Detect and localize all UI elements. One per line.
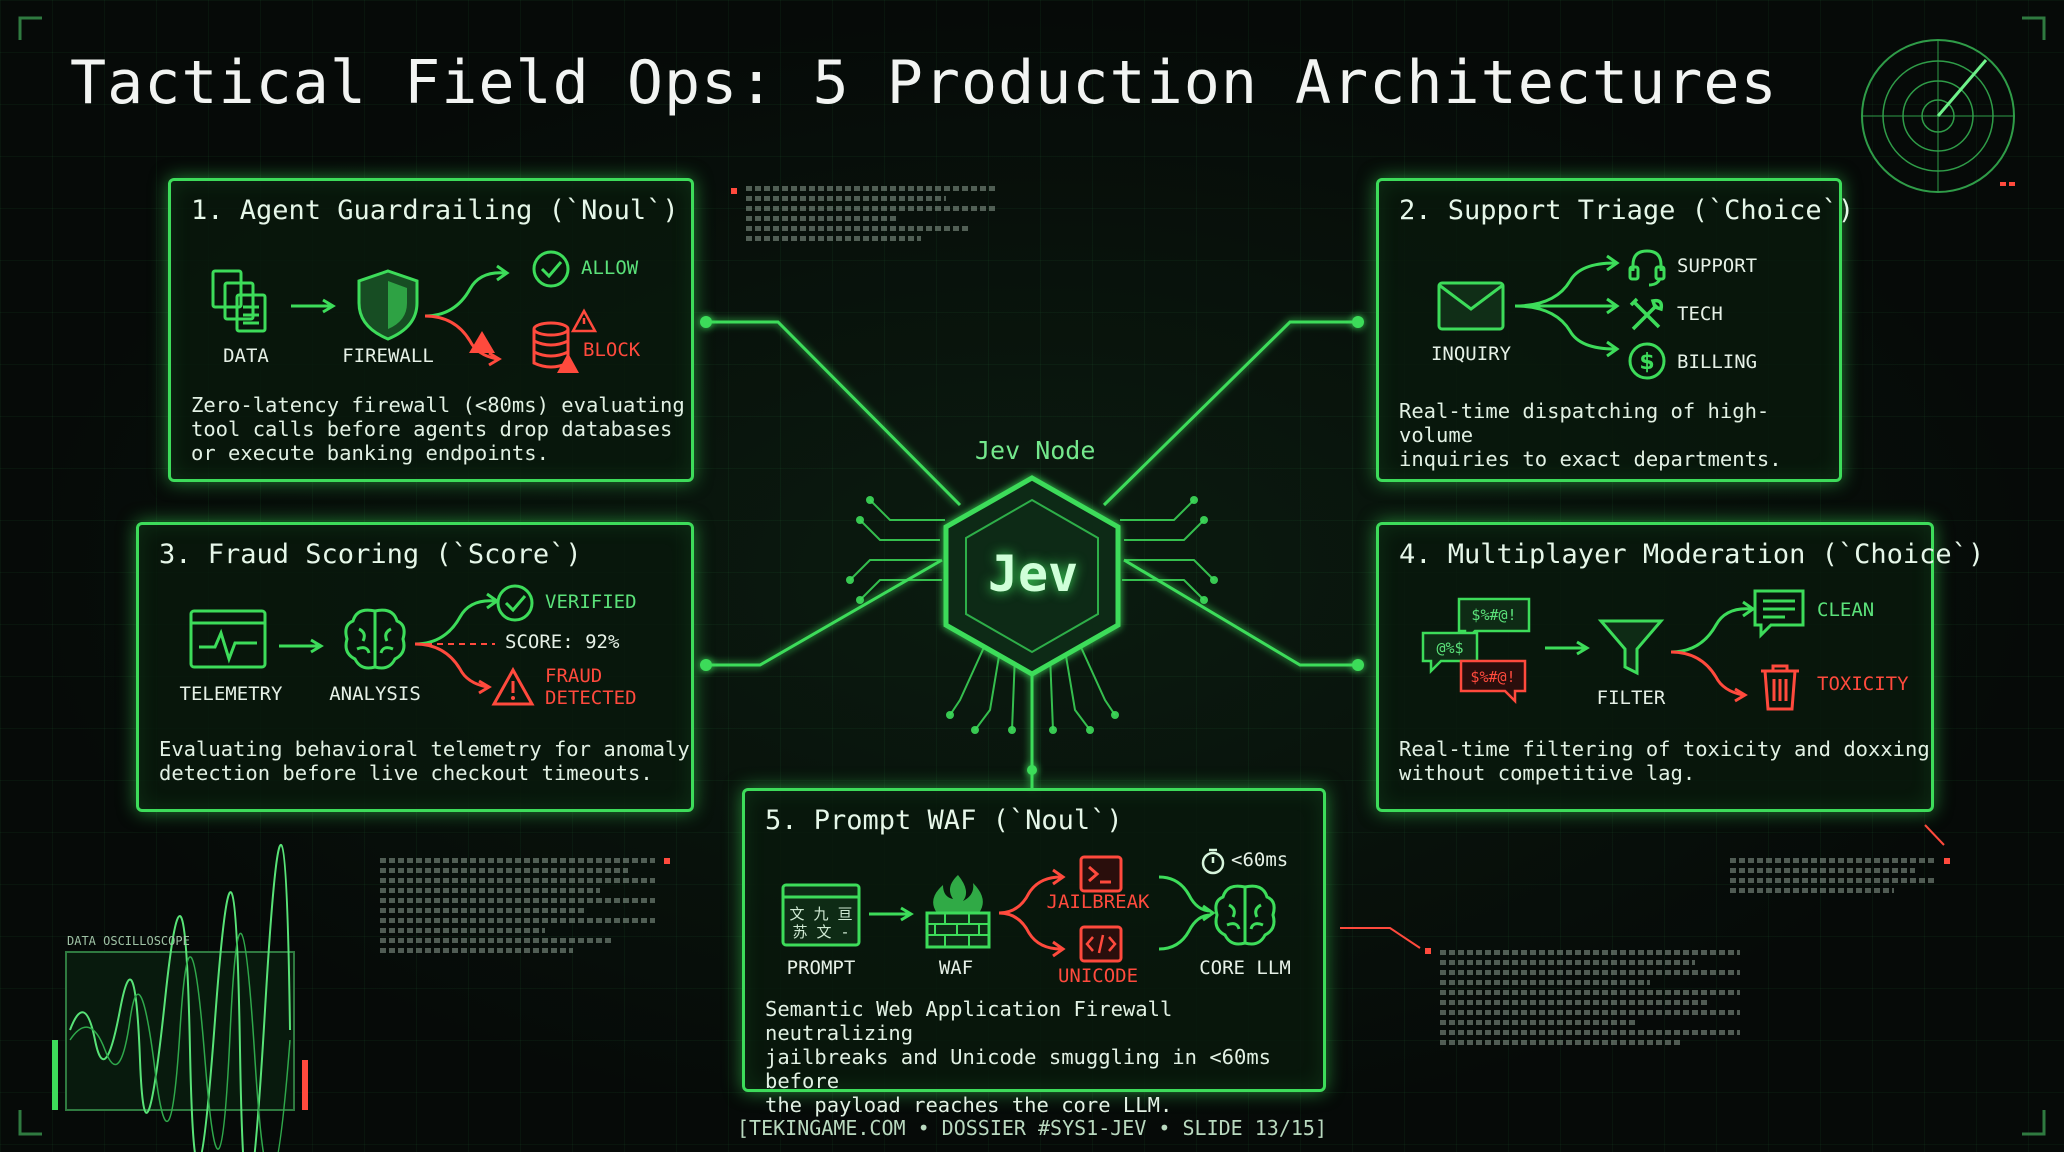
check-circle-icon [532,250,570,288]
monitor-pulse-icon [189,609,267,669]
label-inquiry: INQUIRY [1430,343,1512,365]
warning-icon [557,353,579,373]
card-description: Semantic Web Application Firewall neutra… [765,997,1272,1117]
prompt-glyphs-line-1: 文 九 亘 [789,905,852,923]
card-support-triage: 2. Support Triage (`Choice`) INQUIRY SUP… [1376,178,1854,482]
arrow-icon [291,298,336,314]
footer: [TEKINGAME.COM • DOSSIER #SYS1-JEV • SLI… [736,1116,1327,1140]
card-title: 5. Prompt WAF (`Noul`) [765,805,1123,836]
trash-icon [1761,664,1799,711]
card-description: Real-time filtering of toxicity and doxx… [1399,737,1930,785]
card-title: 1. Agent Guardrailing (`Noul`) [191,195,679,226]
card-title: 4. Multiplayer Moderation (`Choice`) [1399,539,1985,570]
label-score: SCORE: 92% [505,631,620,653]
center-node: Jev [987,545,1079,603]
page-title: Tactical Field Ops: 5 Production Archite… [70,48,1778,118]
label-toxicity: TOXICITY [1817,673,1909,695]
label-data: DATA [223,345,269,367]
label-fraud: FRAUD [545,665,603,687]
label-billing: BILLING [1677,351,1758,373]
funnel-icon [1597,619,1665,676]
label-unicode: UNICODE [1057,965,1139,987]
branch-arrows [1514,254,1620,358]
card-title: 3. Fraud Scoring (`Score`) [159,539,582,570]
label-block: BLOCK [583,339,641,361]
headset-icon [1628,249,1666,287]
dollar-icon: $ [1628,342,1666,380]
label-clean: CLEAN [1817,599,1875,621]
bubble-text-2: @%$ [1436,639,1463,657]
label-telemetry: TELEMETRY [179,683,283,705]
prompt-window-icon: 文 九 亘 苏 文 - [781,883,861,947]
branch-arrows [1670,600,1756,703]
label-tech: TECH [1677,303,1723,325]
card-description: Evaluating behavioral telemetry for anom… [159,737,690,785]
oscilloscope-graph [52,844,308,1152]
label-waf: WAF [938,957,974,979]
prompt-glyphs-line-2: 苏 文 - [792,923,849,941]
tools-icon [1629,297,1664,331]
warning-icon [491,666,535,706]
envelope-icon [1437,281,1505,331]
branch-arrows [424,264,510,367]
label-prompt: PROMPT [786,957,856,979]
card-fraud-scoring: 3. Fraud Scoring (`Score`) TELEMETRY ANA… [136,522,694,812]
documents-icon [211,269,267,333]
bubble-text-3: $%#@! [1470,668,1515,686]
card-title: 2. Support Triage (`Choice`) [1399,195,1855,226]
card-description: Zero-latency firewall (<80ms) evaluating… [191,393,685,465]
bubble-text-1: $%#@! [1471,606,1516,624]
waf-flow-arrows [998,868,1216,958]
center-node-label: Jev Node [975,436,1096,465]
label-firewall: FIREWALL [342,345,434,367]
data-noise [1730,858,1935,898]
label-jailbreak: JAILBREAK [1046,891,1150,913]
card-description: Real-time dispatching of high-volume inq… [1399,399,1782,471]
shield-icon [357,269,419,341]
code-icon [1079,925,1123,963]
label-core-llm: CORE LLM [1199,957,1291,979]
data-noise [746,186,996,246]
firewall-icon [925,875,991,949]
terminal-icon [1079,855,1123,893]
stopwatch-icon [1201,848,1225,875]
chat-bubbles-icon: $%#@! @%$ $%#@! [1421,597,1531,705]
label-latency: <60ms [1231,849,1289,871]
label-verified: VERIFIED [545,591,637,613]
card-prompt-waf: 5. Prompt WAF (`Noul`) 文 九 亘 苏 文 - PROMP… [742,788,1326,1117]
message-icon [1753,589,1805,639]
label-support: SUPPORT [1677,255,1758,277]
svg-text:$: $ [1639,350,1654,375]
check-circle-icon [496,584,534,622]
label-analysis: ANALYSIS [329,683,421,705]
label-allow: ALLOW [581,257,639,279]
arrow-icon [869,906,914,922]
brain-icon [344,608,406,670]
card-multiplayer-moderation: 4. Multiplayer Moderation (`Choice`) $%#… [1376,522,1984,812]
label-filter: FILTER [1596,687,1666,709]
data-noise [380,858,655,958]
branch-arrows [414,592,500,695]
label-detected: DETECTED [545,687,637,709]
card-agent-guardrailing: 1. Agent Guardrailing (`Noul`) DATA FIRE… [168,178,694,482]
arrow-icon [279,638,324,654]
arrow-icon [1545,640,1590,656]
warning-icon [570,308,598,333]
brain-icon [1214,884,1276,946]
oscilloscope-title: DATA OSCILLOSCOPE [67,934,190,948]
data-noise [1440,950,1740,1050]
warning-icon [469,331,495,353]
